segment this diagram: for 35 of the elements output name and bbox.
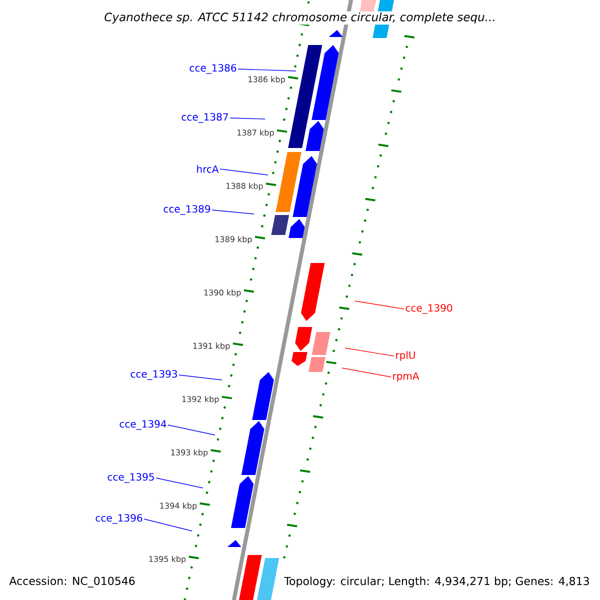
leader-line (344, 348, 394, 356)
leader-line (220, 168, 268, 176)
gene-label: cce_1393 (130, 370, 177, 380)
gene-label: cce_1390 (406, 304, 452, 314)
leader-line (354, 300, 404, 310)
leader-line (342, 368, 392, 378)
tick-label: 1388 kbp (226, 182, 263, 190)
tick-label: 1389 kbp (216, 236, 252, 244)
leader-line (144, 518, 192, 532)
tick-label: 1386 kbp (248, 76, 285, 84)
leader-line (212, 210, 254, 214)
gene-label: hrcA (197, 165, 219, 173)
topology-text: Topology: circular; Length: 4,934,271 bp; Genes: 4,813 (284, 576, 589, 588)
tick-label: 1394 kbp (160, 502, 197, 510)
accession-text: Accession: NC_010546 (9, 576, 135, 588)
gene-label: cce_1395 (108, 473, 154, 483)
leader-line (178, 374, 222, 380)
gene-label: cce_1389 (164, 205, 210, 215)
gene-label: cce_1396 (96, 514, 142, 524)
title: Cyanothece sp. ATCC 51142 chromosome circular, complete sequ... (103, 11, 497, 25)
tick-label: 1395 kbp (149, 556, 186, 564)
leader-line (168, 424, 216, 436)
gene-label: cce_1387 (182, 113, 228, 123)
tick-label: 1392 kbp (182, 396, 219, 404)
tick-label: 1387 kbp (238, 129, 274, 138)
gene-label: rpmA (393, 372, 420, 382)
tick-label: 1390 kbp (204, 289, 241, 298)
leader-line (230, 118, 266, 120)
gene-label: cce_1386 (190, 64, 236, 74)
gene-label: rplU (396, 351, 415, 361)
leader-line (238, 68, 296, 72)
gene-label: cce_1394 (120, 420, 166, 430)
leader-line (156, 478, 204, 488)
tick-label: 1393 kbp (171, 449, 208, 457)
tick-label: 1391 kbp (193, 342, 230, 350)
